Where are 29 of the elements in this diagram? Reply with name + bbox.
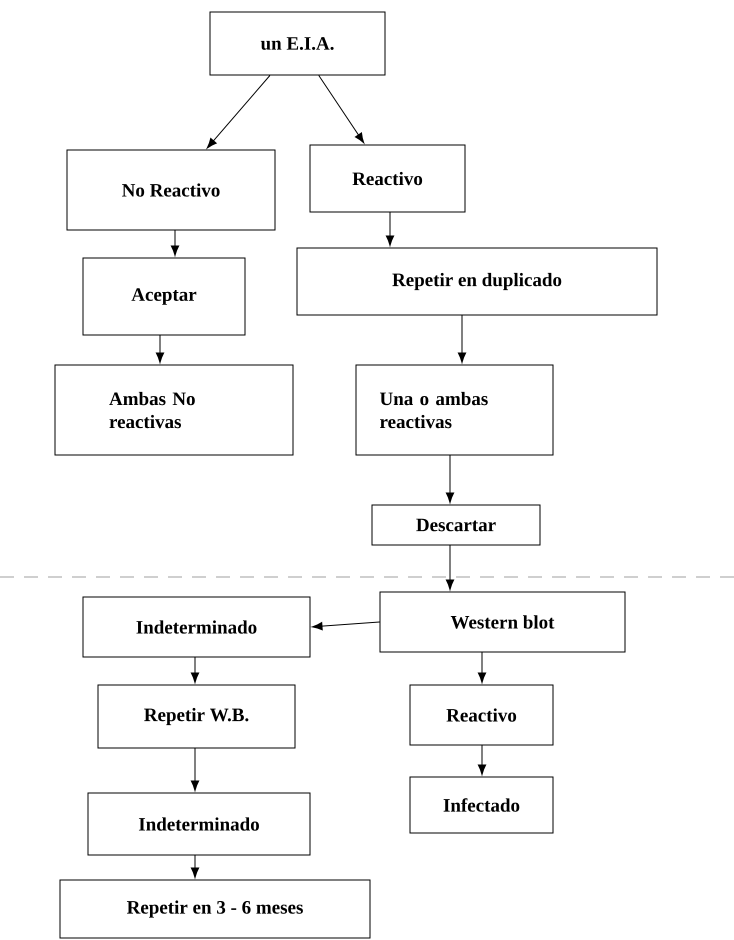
arrow <box>386 212 394 246</box>
arrow <box>446 455 454 503</box>
process-box: Una o ambas reactivas <box>356 364 554 456</box>
arrow <box>458 315 466 363</box>
arrow <box>190 657 200 683</box>
process-box: Ambas No reactivas <box>54 364 294 456</box>
arrow <box>206 75 270 148</box>
process-box: Indeterminado <box>82 596 310 658</box>
process-box: Descartar <box>372 504 540 546</box>
process-box: Repetir en 3 - 6 meses <box>60 880 370 938</box>
arrow <box>170 230 180 256</box>
arrow <box>190 855 200 878</box>
process-box: Western blot <box>380 592 626 652</box>
process-box: No Reactivo <box>66 150 276 230</box>
arrow <box>478 652 486 683</box>
process-box: Infectado <box>410 776 554 834</box>
arrow <box>446 545 454 590</box>
process-box: Reactivo <box>310 144 466 212</box>
arrow <box>190 748 200 791</box>
process-box: Repetir en duplicado <box>296 248 658 316</box>
process-box: Indeterminado <box>88 792 310 856</box>
arrow <box>156 335 164 363</box>
process-box: Aceptar <box>82 258 246 336</box>
process-box: un E.I.A. <box>210 12 386 76</box>
arrow <box>312 622 380 630</box>
process-box: Reactivo <box>410 684 554 746</box>
arrow <box>318 75 364 144</box>
arrow <box>478 745 486 775</box>
process-box: Repetir W.B. <box>98 684 296 748</box>
